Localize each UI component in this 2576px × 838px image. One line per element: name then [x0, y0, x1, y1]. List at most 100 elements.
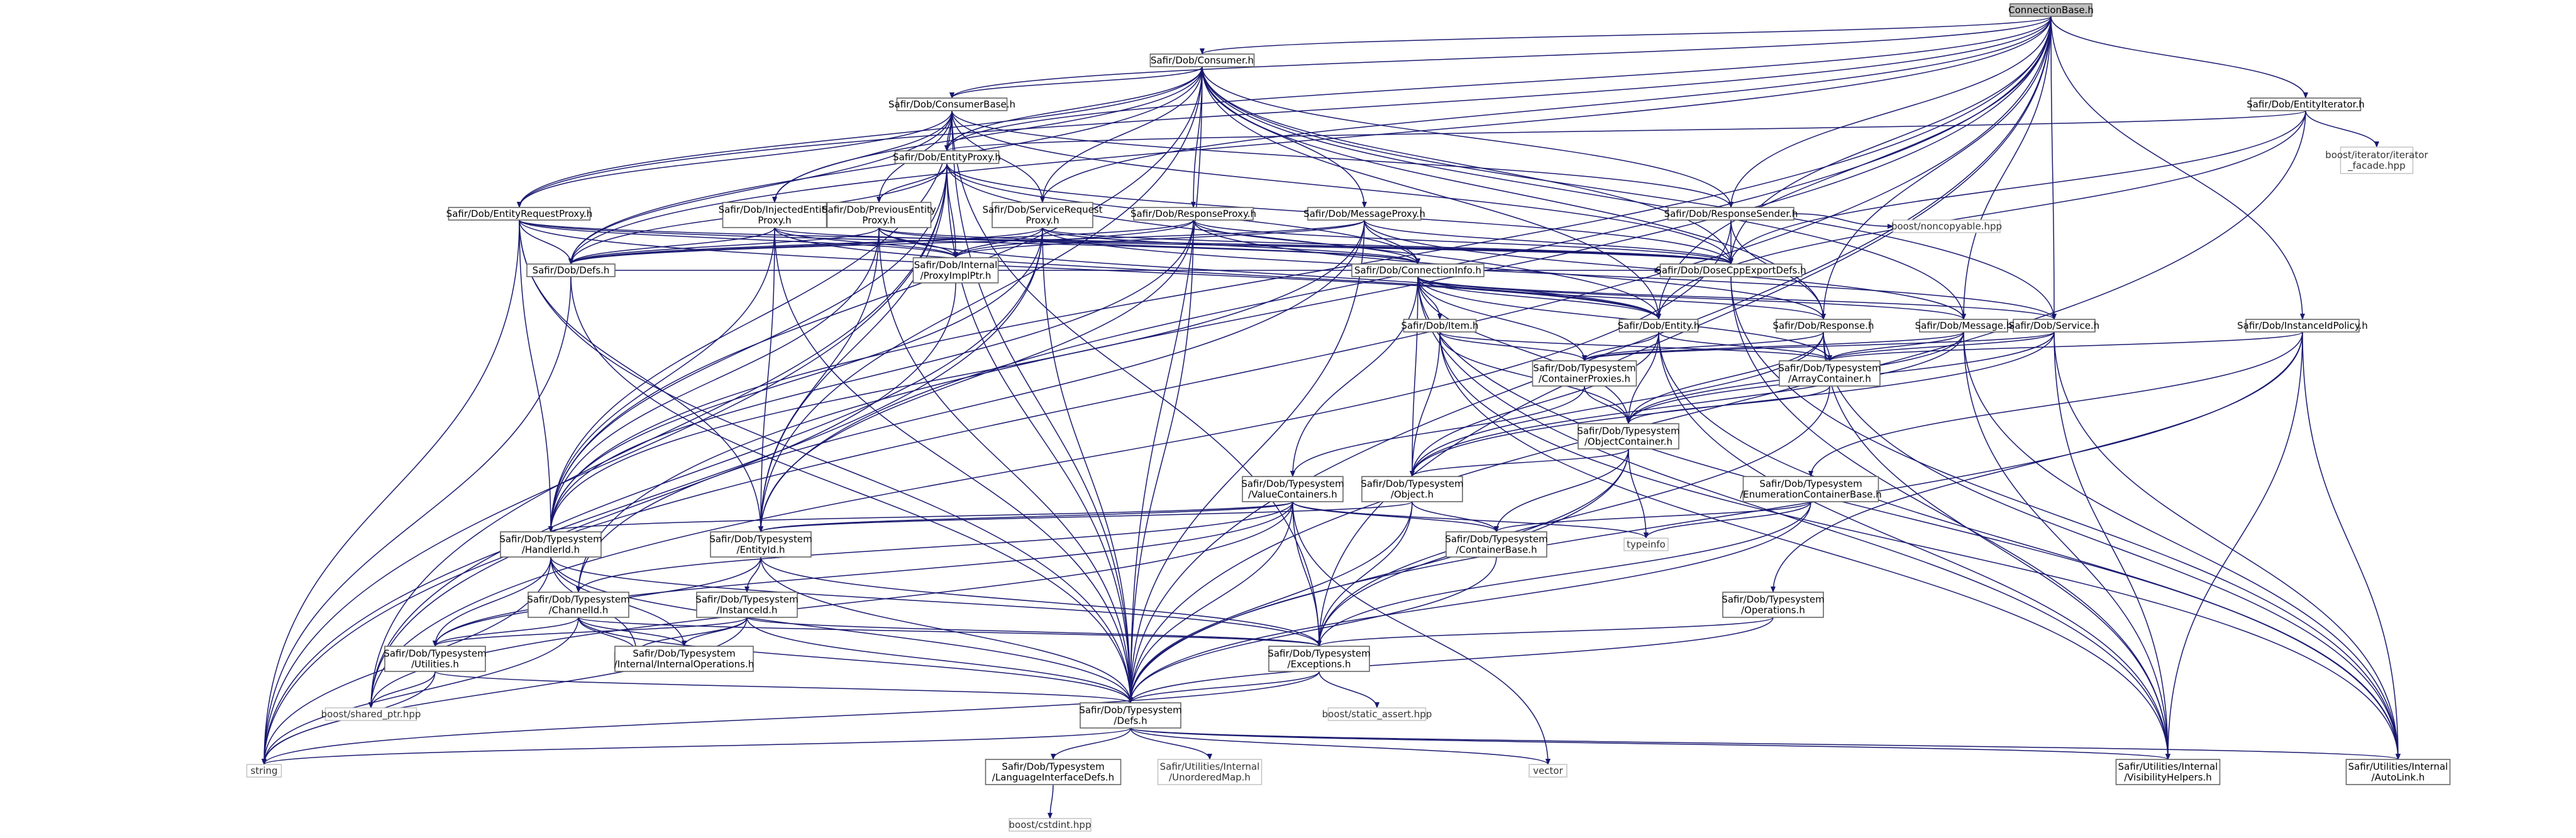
node-defs[interactable]: Safir/Dob/Defs.h [526, 263, 616, 277]
node-item[interactable]: Safir/Dob/Item.h [1401, 319, 1479, 333]
node-instidpolicy[interactable]: Safir/Dob/InstanceIdPolicy.h [2237, 319, 2368, 333]
node-entity[interactable]: Safir/Dob/Entity.h [1618, 319, 1700, 333]
edge-langiface-to-cstdint [1048, 784, 1054, 819]
edge-servreqproxy-to-dosecpp [1042, 227, 1733, 265]
edge-handlerid-to-exceptions [550, 556, 1322, 647]
node-box-servreqproxy [992, 202, 1093, 228]
node-sharedptr[interactable]: boost/shared_ptr.hpp [321, 707, 421, 721]
node-object[interactable]: Safir/Dob/Typesystem/Object.h [1361, 476, 1464, 502]
node-box-entityiter [2250, 97, 2362, 111]
edge-conninfo-to-response [1417, 276, 1826, 320]
node-operations[interactable]: Safir/Dob/Typesystem/Operations.h [1722, 592, 1825, 618]
node-box-root [2009, 3, 2092, 17]
node-label-visibility-0: Safir/Utilities/Internal [2118, 761, 2218, 773]
node-conninfo[interactable]: Safir/Dob/ConnectionInfo.h [1351, 263, 1484, 277]
edge-service-to-autolink [2054, 331, 2401, 760]
node-dosecpp[interactable]: Safir/Dob/DoseCppExportDefs.h [1656, 263, 1806, 277]
node-box-preventityproxy [826, 202, 932, 228]
node-channelid[interactable]: Safir/Dob/Typesystem/ChannelId.h [527, 592, 630, 618]
node-consumer[interactable]: Safir/Dob/Consumer.h [1149, 53, 1255, 67]
node-tsdefs[interactable]: Safir/Dob/Typesystem/Defs.h [1079, 702, 1182, 729]
node-enumcontbase[interactable]: Safir/Dob/Typesystem/EnumerationContaine… [1740, 476, 1882, 502]
edge-root-to-entityreqproxy [517, 16, 2052, 208]
edge-entityreqproxy-to-tsdefs [519, 219, 1133, 703]
node-message[interactable]: Safir/Dob/Message.h [1915, 319, 2013, 333]
node-arraycont[interactable]: Safir/Dob/Typesystem/ArrayContainer.h [1778, 360, 1881, 387]
edge-tsdefs-to-visibility [1130, 727, 2170, 760]
dependency-edges [262, 16, 2401, 819]
edge-entityiter-to-entityproxy [944, 110, 2306, 152]
node-entityid[interactable]: Safir/Dob/Typesystem/EntityId.h [709, 531, 812, 558]
edge-operations-to-exceptions [1317, 617, 1774, 647]
node-label-handlerid-1: /HandlerId.h [522, 544, 580, 556]
node-respsender[interactable]: Safir/Dob/ResponseSender.h [1664, 207, 1798, 221]
edge-consumer-to-entityproxy [944, 66, 1203, 152]
node-label-iterfacade-1: _facade.hpp [2347, 160, 2405, 172]
edge-exceptions-to-string [262, 671, 1320, 765]
edge-valconts-to-tsdefs [1128, 501, 1293, 703]
node-root[interactable]: ConnectionBase.h [2008, 3, 2094, 17]
node-utilities[interactable]: Safir/Dob/Typesystem/Utilities.h [384, 646, 487, 672]
node-service[interactable]: Safir/Dob/Service.h [2009, 319, 2099, 333]
node-staticassert[interactable]: boost/static_assert.hpp [1322, 707, 1432, 721]
node-entityreqproxy[interactable]: Safir/Dob/EntityRequestProxy.h [446, 207, 593, 221]
edge-consumer-to-entity [1202, 66, 1661, 320]
edge-conninfo-to-entity [1417, 276, 1661, 320]
edge-tsdefs-to-langiface [1051, 727, 1131, 760]
node-entityproxy[interactable]: Safir/Dob/EntityProxy.h [893, 150, 1001, 164]
node-box-instanceid [696, 592, 798, 618]
edge-entity-to-object [1410, 331, 1659, 477]
edge-msgproxy-to-tsdefs [1128, 219, 1365, 703]
node-msgproxy[interactable]: Safir/Dob/MessageProxy.h [1303, 207, 1425, 221]
edge-message-to-visibility [1963, 331, 2170, 760]
edge-item-to-contproxies [1439, 331, 1587, 361]
edge-entityiter-to-iterfacade [2305, 110, 2379, 148]
edge-respproxy-to-response [1193, 219, 1826, 320]
node-autolink[interactable]: Safir/Utilities/Internal/AutoLink.h [2345, 759, 2451, 785]
edge-defs-to-string [262, 276, 572, 765]
node-consumerbase[interactable]: Safir/Dob/ConsumerBase.h [888, 97, 1015, 111]
node-langiface[interactable]: Safir/Dob/Typesystem/LanguageInterfaceDe… [985, 759, 1122, 785]
node-label-channelid-0: Safir/Dob/Typesystem [527, 594, 629, 605]
edge-entityid-to-instanceid [744, 556, 761, 593]
node-proxyimpl[interactable]: Safir/Dob/Internal/ProxyImplPtr.h [912, 257, 999, 284]
node-typeinfo[interactable]: typeinfo [1623, 538, 1669, 551]
edge-respproxy-to-conninfo [1193, 219, 1420, 265]
edge-root-to-tsdefs [1128, 16, 2052, 703]
node-label-iterfacade-0: boost/iterator/iterator [2325, 150, 2428, 161]
node-entityiter[interactable]: Safir/Dob/EntityIterator.h [2247, 97, 2365, 111]
node-instanceid[interactable]: Safir/Dob/Typesystem/InstanceId.h [695, 592, 799, 618]
node-label-operations-0: Safir/Dob/Typesystem [1722, 594, 1824, 605]
node-box-typeinfo [1623, 538, 1669, 551]
edge-enumcontbase-to-typeinfo [1644, 501, 1811, 539]
node-unorderedmap[interactable]: Safir/Utilities/Internal/UnorderedMap.h [1157, 759, 1263, 785]
node-string[interactable]: string [246, 764, 282, 778]
edge-entity-to-objcont [1626, 331, 1659, 424]
node-box-exceptions [1268, 646, 1370, 672]
node-valconts[interactable]: Safir/Dob/Typesystem/ValueContainers.h [1241, 476, 1344, 502]
node-handlerid[interactable]: Safir/Dob/Typesystem/HandlerId.h [499, 531, 602, 558]
node-contproxies[interactable]: Safir/Dob/Typesystem/ContainerProxies.h [1532, 360, 1637, 387]
node-internalops[interactable]: Safir/Dob/Typesystem/Internal/InternalOp… [614, 646, 754, 672]
node-exceptions[interactable]: Safir/Dob/Typesystem/Exceptions.h [1268, 646, 1371, 672]
node-response[interactable]: Safir/Dob/Response.h [1772, 319, 1874, 333]
node-contbase[interactable]: Safir/Dob/Typesystem/ContainerBase.h [1445, 531, 1548, 558]
edge-utilities-to-tsdefs [434, 671, 1133, 703]
node-iterfacade[interactable]: boost/iterator/iterator_facade.hpp [2325, 146, 2429, 174]
node-objcont[interactable]: Safir/Dob/Typesystem/ObjectContainer.h [1577, 423, 1680, 449]
node-respproxy[interactable]: Safir/Dob/ResponseProxy.h [1130, 207, 1256, 221]
edge-object-to-contbase [1412, 501, 1499, 532]
edge-injentityproxy-to-defs [568, 227, 775, 265]
edge-respsender-to-noncopyable [1793, 213, 1894, 229]
node-noncopyable[interactable]: boost/noncopyable.hpp [1891, 219, 2002, 233]
dependency-nodes: ConnectionBase.hSafir/Dob/Consumer.hSafi… [246, 3, 2451, 832]
node-vector[interactable]: vector [1528, 764, 1567, 778]
node-cstdint[interactable]: boost/cstdint.hpp [1009, 818, 1092, 832]
edge-enumcontbase-to-contbase [1494, 501, 1811, 532]
edge-preventityproxy-to-handlerid [548, 227, 880, 532]
node-visibility[interactable]: Safir/Utilities/Internal/VisibilityHelpe… [2115, 759, 2221, 785]
edge-root-to-entityiter [2050, 16, 2308, 99]
